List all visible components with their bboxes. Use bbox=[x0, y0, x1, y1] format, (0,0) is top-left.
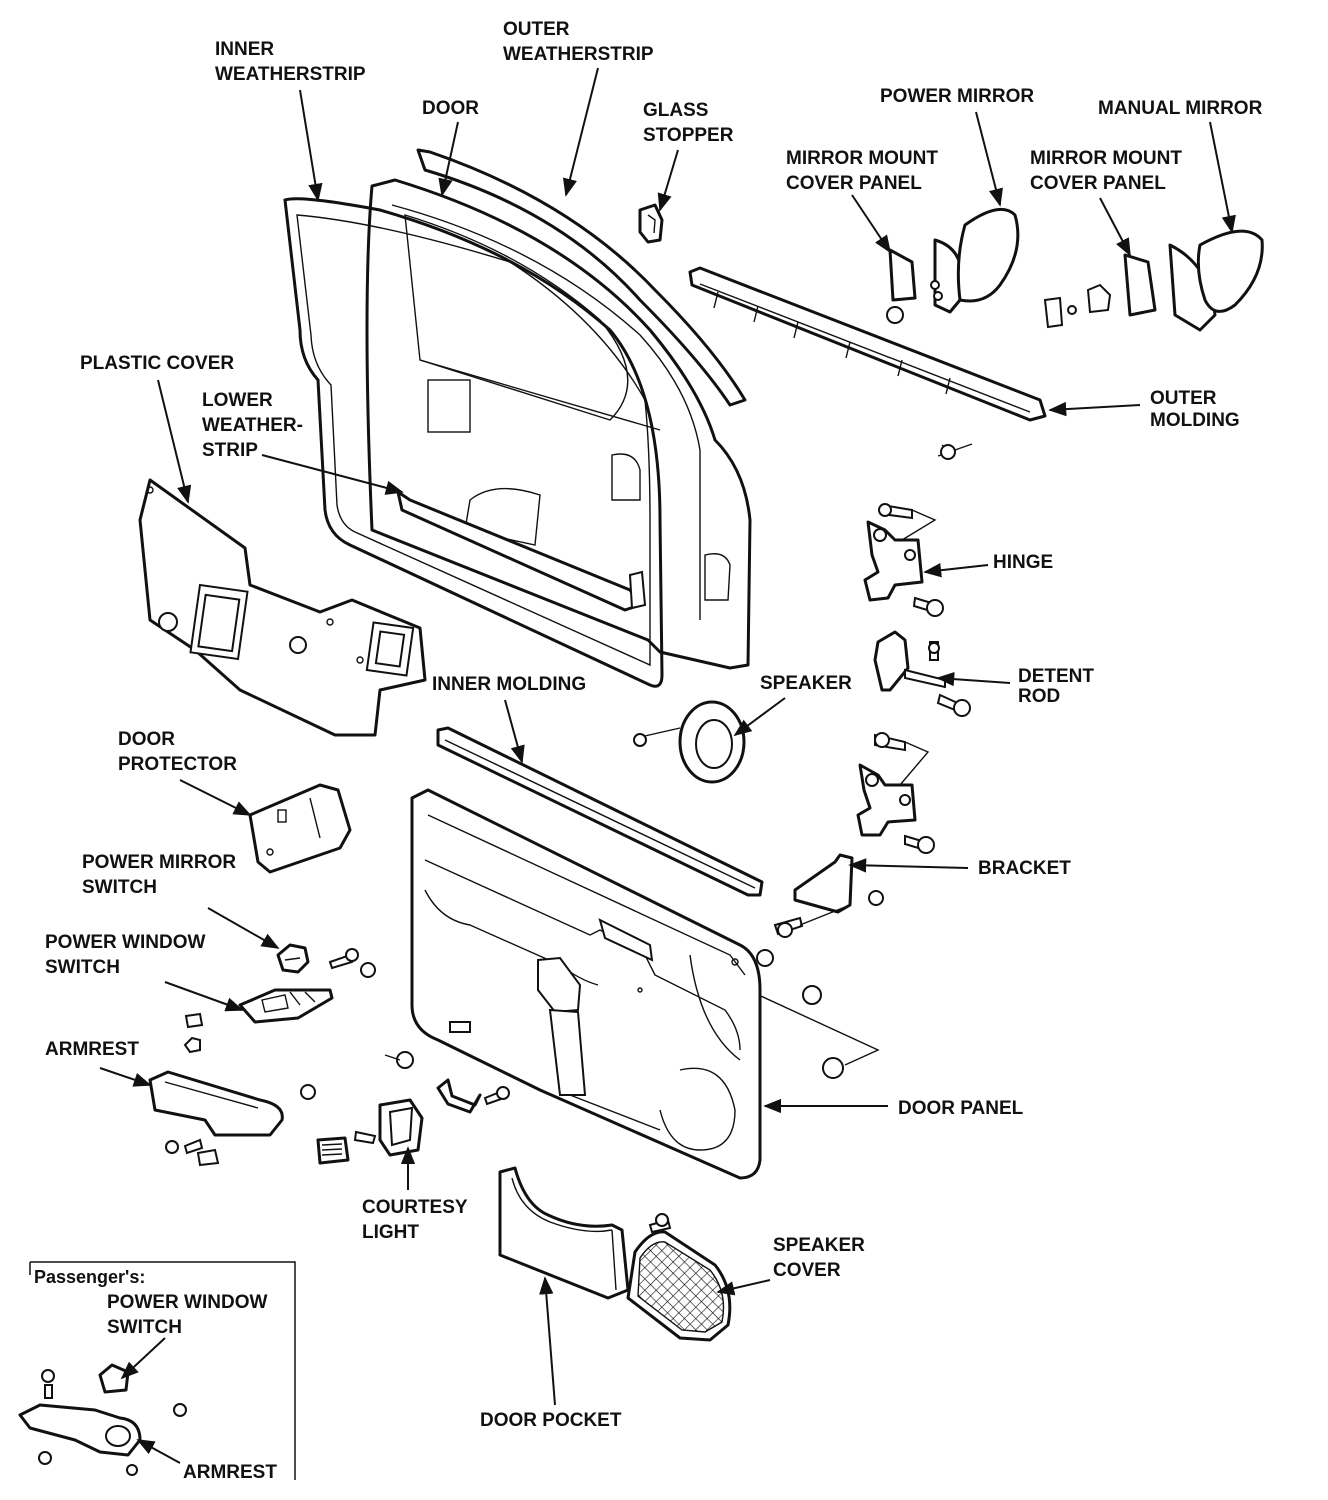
label-courtesy-light: COURTESY LIGHT bbox=[362, 1197, 468, 1243]
svg-text:COVER PANEL: COVER PANEL bbox=[1030, 173, 1166, 194]
svg-text:LOWER: LOWER bbox=[202, 390, 273, 411]
label-outer-molding: OUTER MOLDING bbox=[1150, 388, 1240, 431]
label-mirror-mount-cover-panel-2: MIRROR MOUNT COVER PANEL bbox=[1030, 148, 1182, 194]
label-bracket: BRACKET bbox=[978, 858, 1071, 879]
svg-text:LIGHT: LIGHT bbox=[362, 1222, 419, 1243]
svg-text:INNER: INNER bbox=[215, 39, 274, 60]
svg-text:OUTER: OUTER bbox=[1150, 388, 1217, 409]
inset-label-power-window-switch-1: POWER WINDOW bbox=[107, 1292, 267, 1313]
label-inner-weatherstrip: INNER WEATHERSTRIP bbox=[215, 39, 366, 85]
manual-mirror-assembly bbox=[1043, 229, 1264, 332]
power-window-switch-part bbox=[238, 988, 334, 1024]
power-mirror-switch-part bbox=[276, 943, 310, 974]
door-pocket-part bbox=[498, 1166, 630, 1300]
label-lower-weatherstrip: LOWER WEATHER- STRIP bbox=[202, 390, 303, 461]
detent-rod-part bbox=[873, 630, 971, 717]
svg-text:MOLDING: MOLDING bbox=[1150, 410, 1240, 431]
inner-molding bbox=[436, 726, 764, 897]
door-protector-part bbox=[248, 783, 352, 874]
glass-stopper bbox=[638, 203, 664, 244]
label-plastic-cover: PLASTIC COVER bbox=[80, 353, 234, 374]
label-power-mirror-switch: POWER MIRROR SWITCH bbox=[82, 852, 236, 898]
label-armrest: ARMREST bbox=[45, 1039, 139, 1060]
bracket-part bbox=[773, 853, 884, 938]
label-hinge: HINGE bbox=[993, 552, 1053, 573]
upper-hinge bbox=[863, 503, 944, 617]
svg-text:STRIP: STRIP bbox=[202, 440, 258, 461]
inset-title: Passenger's: bbox=[34, 1267, 145, 1287]
label-speaker: SPEAKER bbox=[760, 673, 852, 694]
svg-text:OUTER: OUTER bbox=[503, 19, 570, 40]
svg-text:GLASS: GLASS bbox=[643, 100, 708, 121]
inset-label-armrest: ARMREST bbox=[183, 1462, 277, 1483]
label-manual-mirror: MANUAL MIRROR bbox=[1098, 98, 1263, 119]
label-door-panel: DOOR PANEL bbox=[898, 1098, 1024, 1119]
svg-text:DOOR: DOOR bbox=[118, 729, 175, 750]
armrest-part bbox=[148, 1012, 316, 1167]
label-power-mirror: POWER MIRROR bbox=[880, 86, 1034, 107]
door-panel-part bbox=[410, 788, 762, 1180]
svg-text:DETENT: DETENT bbox=[1018, 666, 1094, 687]
plastic-cover bbox=[138, 478, 427, 737]
label-power-window-switch: POWER WINDOW SWITCH bbox=[45, 932, 205, 978]
label-mirror-mount-cover-panel-1: MIRROR MOUNT COVER PANEL bbox=[786, 148, 938, 194]
svg-text:PROTECTOR: PROTECTOR bbox=[118, 754, 237, 775]
svg-text:MIRROR MOUNT: MIRROR MOUNT bbox=[1030, 148, 1182, 169]
leader-lines bbox=[99, 67, 1236, 1406]
speaker-cover-part bbox=[626, 1213, 732, 1342]
label-glass-stopper: GLASS STOPPER bbox=[643, 100, 734, 146]
label-door: DOOR bbox=[422, 98, 479, 119]
label-inner-molding: INNER MOLDING bbox=[432, 674, 586, 695]
label-door-protector: DOOR PROTECTOR bbox=[118, 729, 237, 775]
outer-weatherstrip bbox=[416, 148, 747, 407]
power-mirror-assembly bbox=[886, 207, 1020, 324]
inset-label-power-window-switch-2: SWITCH bbox=[107, 1317, 182, 1338]
label-detent-rod: DETENT ROD bbox=[1018, 666, 1094, 707]
svg-text:WEATHER-: WEATHER- bbox=[202, 415, 303, 436]
label-outer-weatherstrip: OUTER WEATHERSTRIP bbox=[503, 19, 654, 65]
svg-text:POWER WINDOW: POWER WINDOW bbox=[45, 932, 205, 953]
lower-weatherstrip bbox=[396, 490, 647, 612]
label-speaker-cover: SPEAKER COVER bbox=[773, 1235, 865, 1281]
svg-text:COVER: COVER bbox=[773, 1260, 841, 1281]
courtesy-light-part bbox=[316, 1051, 510, 1165]
svg-text:SWITCH: SWITCH bbox=[45, 957, 120, 978]
svg-text:ROD: ROD bbox=[1018, 686, 1060, 707]
svg-text:SWITCH: SWITCH bbox=[82, 877, 157, 898]
lower-hinge bbox=[856, 732, 935, 854]
svg-text:STOPPER: STOPPER bbox=[643, 125, 734, 146]
svg-text:MIRROR MOUNT: MIRROR MOUNT bbox=[786, 148, 938, 169]
svg-text:WEATHERSTRIP: WEATHERSTRIP bbox=[503, 44, 654, 65]
door-shell bbox=[365, 178, 752, 670]
speaker-part bbox=[633, 700, 746, 784]
svg-text:SPEAKER: SPEAKER bbox=[773, 1235, 865, 1256]
inset-power-window-switch-part bbox=[98, 1363, 130, 1394]
label-door-pocket: DOOR POCKET bbox=[480, 1410, 622, 1431]
inner-weatherstrip bbox=[283, 197, 664, 688]
svg-text:WEATHERSTRIP: WEATHERSTRIP bbox=[215, 64, 366, 85]
outer-molding-screw bbox=[937, 443, 973, 460]
svg-text:COVER PANEL: COVER PANEL bbox=[786, 173, 922, 194]
svg-text:POWER MIRROR: POWER MIRROR bbox=[82, 852, 236, 873]
switch-screws bbox=[328, 948, 376, 978]
passenger-inset: Passenger's: POWER WINDOW SWITCH ARMREST bbox=[18, 1261, 296, 1483]
svg-text:COURTESY: COURTESY bbox=[362, 1197, 468, 1218]
outer-molding bbox=[688, 266, 1047, 422]
